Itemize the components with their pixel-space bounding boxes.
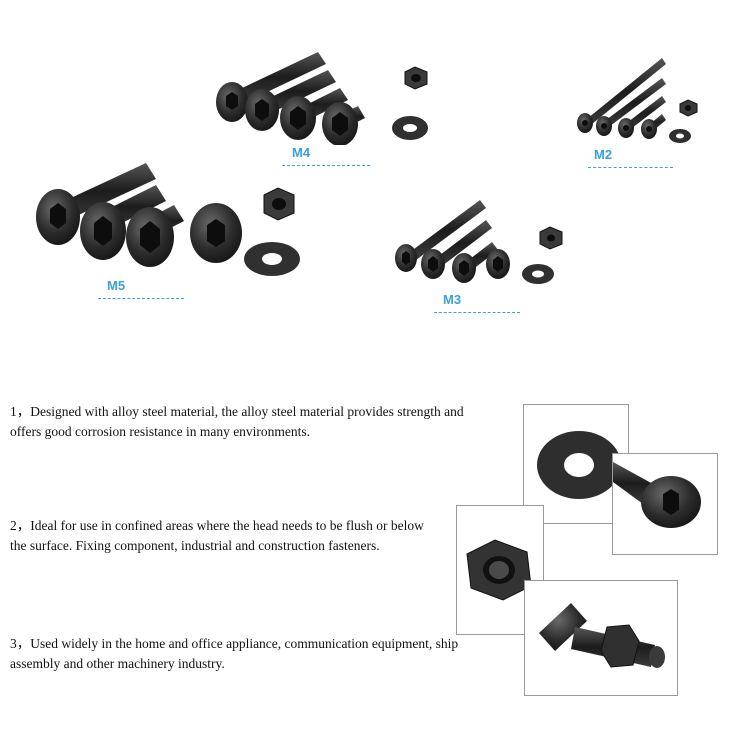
hex-nut-detail-photo (456, 505, 544, 635)
m4-screw-medium (245, 70, 336, 131)
m3-dashed-underline (434, 312, 520, 313)
m2-dashed-underline (588, 167, 673, 168)
m5-washer (244, 242, 300, 276)
m2-screw-shortest (641, 114, 666, 139)
m5-screw-medium (80, 185, 166, 260)
m3-size-label: M3 (443, 292, 462, 307)
bolt-and-nut-image (539, 603, 665, 668)
m2-size-label: M2 (594, 147, 613, 162)
m5-size-label: M5 (107, 278, 126, 293)
bolt-and-nut-detail-photo (524, 580, 678, 696)
m2-screw-short (618, 96, 666, 138)
hex-nut-image (466, 539, 532, 601)
m4-hex-nut (404, 66, 428, 90)
m3-screw-shortest (486, 249, 510, 279)
m3-screw-medium (421, 220, 492, 279)
m5-screw-set (36, 163, 300, 276)
m2-screw-long (577, 58, 666, 133)
m3-screw-set (395, 200, 563, 284)
m5-screw-long (36, 163, 156, 245)
m4-screw-short (280, 88, 348, 140)
m3-screw-long (395, 200, 486, 272)
m3-hex-nut (539, 226, 563, 250)
feature-description-2: 2，Ideal for use in confined areas where … (10, 518, 424, 553)
m5-dashed-underline (98, 298, 184, 299)
m5-hex-nut (263, 187, 295, 221)
m2-screw-medium (596, 78, 666, 136)
feature-description-3: 3，Used widely in the home and office app… (10, 636, 459, 671)
m4-washer (392, 116, 428, 140)
m4-screw-set (216, 52, 428, 145)
m3-screw-short (452, 242, 498, 283)
m4-size-label: M4 (292, 145, 311, 160)
m3-washer (522, 264, 554, 284)
countersunk-screw-image (613, 462, 701, 528)
m2-screw-set (577, 58, 698, 143)
m4-screw-shortest (322, 102, 365, 145)
washer-detail-photo (523, 404, 629, 524)
m5-screw-short (126, 205, 184, 267)
m5-screw-shortest (190, 203, 242, 263)
m2-washer (669, 129, 691, 143)
m4-dashed-underline (282, 165, 370, 166)
feature-description-1: 1，Designed with alloy steel material, th… (10, 404, 464, 439)
countersunk-screw-detail-photo (612, 453, 718, 555)
m2-hex-nut (679, 99, 698, 117)
